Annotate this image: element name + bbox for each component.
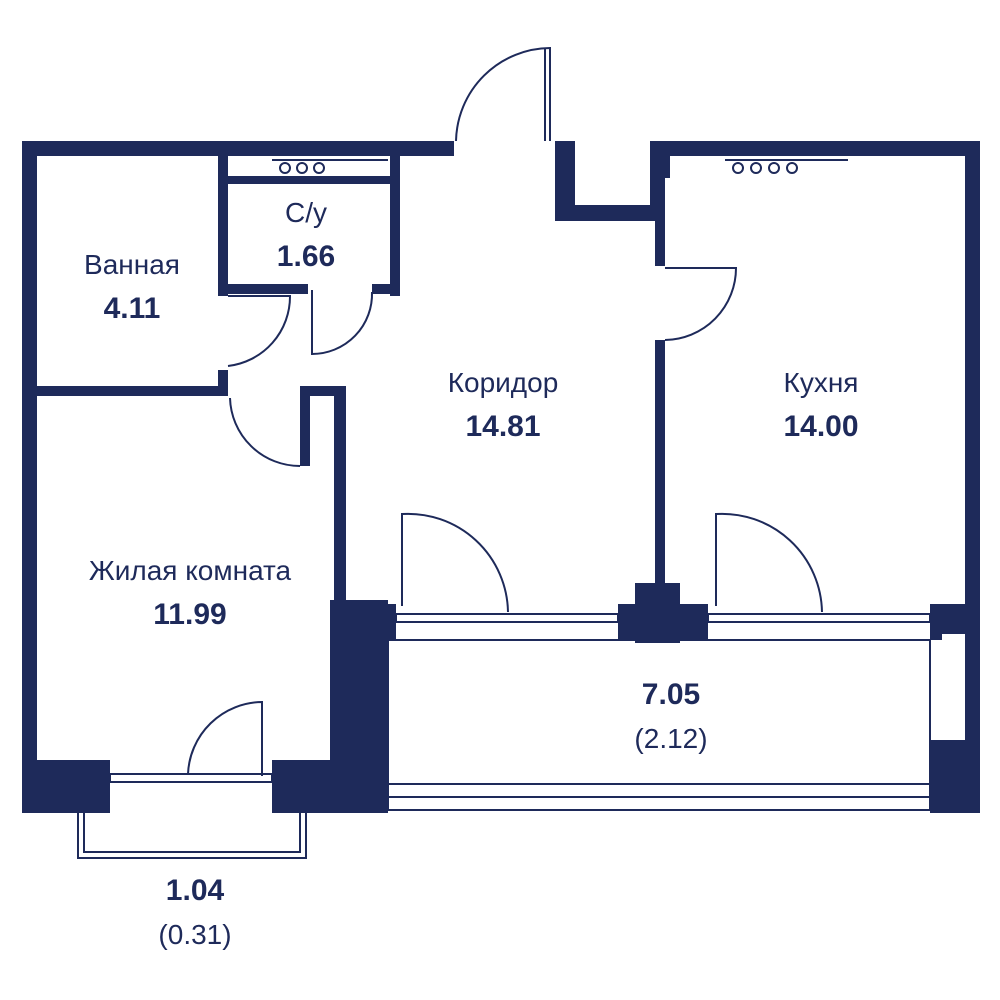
balcony-area: 1.04 (166, 874, 225, 907)
room-name-living: Жилая комната (89, 555, 292, 586)
loggia-area: 7.05 (642, 678, 700, 711)
room-area-wc: 1.66 (277, 240, 335, 273)
room-name-kitchen: Кухня (784, 367, 859, 398)
room-name-corridor: Коридор (448, 367, 559, 398)
loggia-reduced-area: (2.12) (634, 723, 707, 754)
room-area-corridor: 14.81 (465, 410, 540, 443)
balcony-reduced-area: (0.31) (158, 919, 231, 950)
room-name-wc: С/у (285, 197, 327, 228)
room-area-living: 11.99 (153, 598, 226, 631)
fixtures (77, 46, 931, 859)
room-area-bathroom: 4.11 (104, 292, 161, 325)
room-area-kitchen: 14.00 (783, 410, 858, 443)
room-name-bathroom: Ванная (84, 249, 180, 280)
walls (22, 141, 980, 813)
